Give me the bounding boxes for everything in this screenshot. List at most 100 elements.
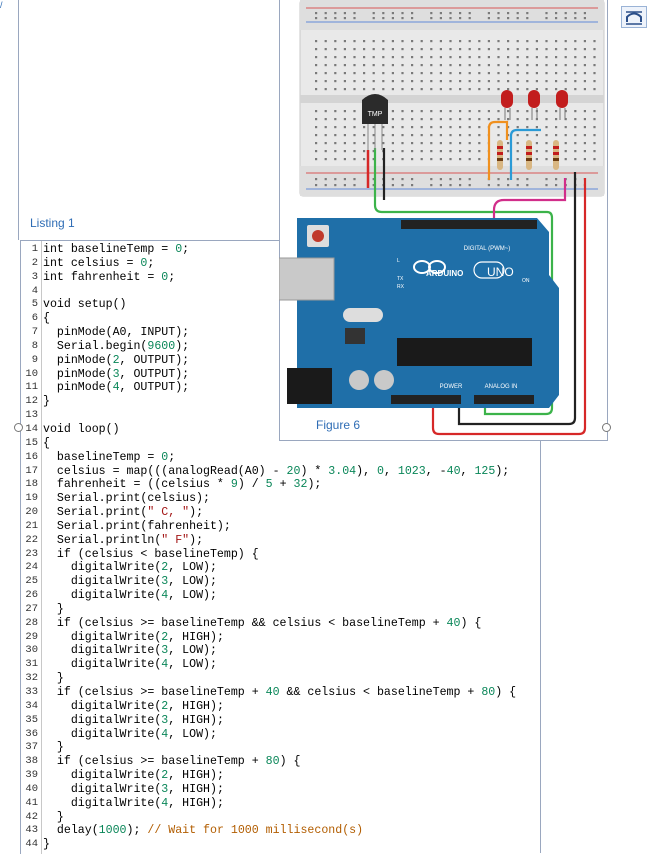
- line-number: 36: [25, 727, 38, 740]
- line-number: 12: [25, 395, 38, 408]
- code-line: 6{: [21, 312, 516, 326]
- line-number: 13: [25, 409, 38, 422]
- code-line: 36 digitalWrite(4, LOW);: [21, 728, 516, 742]
- corner-mark: /: [0, 0, 3, 10]
- code-text: delay(1000); // Wait for 1000 millisecon…: [43, 824, 364, 838]
- line-number: 10: [25, 367, 38, 380]
- code-line: 40 digitalWrite(3, HIGH);: [21, 783, 516, 797]
- code-line: 27 }: [21, 603, 516, 617]
- led-red-1: [501, 90, 513, 120]
- line-number: 41: [25, 796, 38, 809]
- code-text: if (celsius >= baselineTemp + 80) {: [43, 755, 301, 769]
- code-text: pinMode(4, OUTPUT);: [43, 381, 190, 395]
- line-number: 15: [25, 436, 38, 449]
- page-margin-line: [18, 0, 19, 240]
- code-line: 31 digitalWrite(4, LOW);: [21, 658, 516, 672]
- line-number: 22: [25, 533, 38, 546]
- line-number: 35: [25, 713, 38, 726]
- code-line: 18 fahrenheit = ((celsius * 9) / 5 + 32)…: [21, 478, 516, 492]
- code-text: digitalWrite(3, HIGH);: [43, 713, 224, 727]
- code-line: 22 Serial.println(" F");: [21, 534, 516, 548]
- code-line: 28 if (celsius >= baselineTemp && celsiu…: [21, 617, 516, 631]
- resistors: [497, 140, 559, 170]
- line-number: 26: [25, 589, 38, 602]
- code-text: digitalWrite(4, LOW);: [43, 589, 217, 603]
- arduino-logo: [413, 260, 446, 274]
- resize-handle-right[interactable]: [602, 423, 611, 432]
- line-number: 24: [25, 561, 38, 574]
- code-line: 44}: [21, 838, 516, 852]
- line-number: 31: [25, 658, 38, 671]
- code-line: 30 digitalWrite(3, LOW);: [21, 644, 516, 658]
- line-number: 33: [25, 686, 38, 698]
- code-text: pinMode(2, OUTPUT);: [43, 353, 190, 367]
- code-text: int baselineTemp = 0;: [43, 243, 190, 256]
- rx-label: RX: [397, 284, 405, 290]
- code-line: 17 celsius = map(((analogRead(A0) - 20) …: [21, 465, 516, 479]
- circuit-figure: TMP DIGITAL (PWM~) ARDUINO UNO POWER ANA…: [279, 0, 605, 436]
- code-line: 15 {: [21, 437, 516, 451]
- code-line: 4: [21, 285, 516, 299]
- code-text: [41, 409, 43, 423]
- line-number: 1: [31, 243, 38, 255]
- code-line: 10 pinMode(3, OUTPUT);: [21, 368, 516, 382]
- code-line: 25 digitalWrite(3, LOW);: [21, 575, 516, 589]
- code-line: 20 Serial.print(" C, ");: [21, 506, 516, 520]
- line-number: 4: [31, 284, 38, 297]
- line-number: 42: [25, 810, 38, 823]
- code-line: 9 pinMode(2, OUTPUT);: [21, 354, 516, 368]
- code-text: {: [43, 436, 50, 450]
- code-text: digitalWrite(3, HIGH);: [43, 782, 224, 796]
- code-text: }: [43, 602, 64, 616]
- code-text: baselineTemp = 0;: [43, 450, 176, 464]
- code-text: digitalWrite(4, LOW);: [43, 658, 217, 672]
- layout-options-button[interactable]: [621, 6, 647, 28]
- resize-handle-left[interactable]: [14, 423, 23, 432]
- arduino-board: DIGITAL (PWM~) ARDUINO UNO POWER ANALOG …: [279, 218, 559, 408]
- led-group: [501, 90, 568, 120]
- code-text: digitalWrite(4, LOW);: [43, 727, 217, 741]
- code-text: }: [43, 672, 64, 686]
- code-text: void setup(): [43, 298, 127, 312]
- analog-in-label: ANALOG IN: [485, 384, 518, 390]
- code-line: 37 }: [21, 741, 516, 755]
- line-number: 18: [25, 478, 38, 491]
- line-number: 23: [25, 547, 38, 560]
- code-line: 23 if (celsius < baselineTemp) {: [21, 548, 516, 562]
- tx-label: TX: [397, 276, 404, 282]
- code-text: if (celsius >= baselineTemp && celsius <…: [43, 616, 482, 630]
- code-text: }: [43, 395, 50, 409]
- line-number: 43: [25, 824, 38, 837]
- line-number: 21: [25, 519, 38, 532]
- code-text: Serial.print(" C, ");: [43, 506, 204, 520]
- line-number: 38: [25, 755, 38, 768]
- code-text: if (celsius < baselineTemp) {: [43, 547, 259, 561]
- code-line: 21 Serial.print(fahrenheit);: [21, 520, 516, 534]
- code-text: }: [43, 838, 50, 852]
- line-number: 40: [25, 782, 38, 795]
- code-text: {: [43, 312, 50, 326]
- power-label: POWER: [440, 384, 463, 390]
- led-red-2: [528, 90, 540, 120]
- code-line: 19 Serial.print(celsius);: [21, 492, 516, 506]
- code-line: 8 Serial.begin(9600);: [21, 340, 516, 354]
- code-line: 11 pinMode(4, OUTPUT);: [21, 381, 516, 395]
- code-text: digitalWrite(3, LOW);: [43, 644, 217, 658]
- code-text: digitalWrite(2, HIGH);: [43, 630, 224, 644]
- code-text: digitalWrite(4, HIGH);: [43, 796, 224, 810]
- code-text: pinMode(A0, INPUT);: [43, 326, 190, 340]
- code-line: 5 void setup(): [21, 298, 516, 312]
- code-text: Serial.begin(9600);: [43, 339, 190, 353]
- line-number: 27: [25, 602, 38, 615]
- wires: [366, 120, 587, 436]
- l-label: L: [397, 258, 400, 264]
- line-number: 3: [31, 270, 38, 283]
- temperature-sensor: TMP: [362, 94, 388, 150]
- code-line: 41 digitalWrite(4, HIGH);: [21, 797, 516, 811]
- code-line: 24 digitalWrite(2, LOW);: [21, 561, 516, 575]
- line-number: 5: [31, 298, 38, 311]
- line-number: 14: [25, 422, 38, 435]
